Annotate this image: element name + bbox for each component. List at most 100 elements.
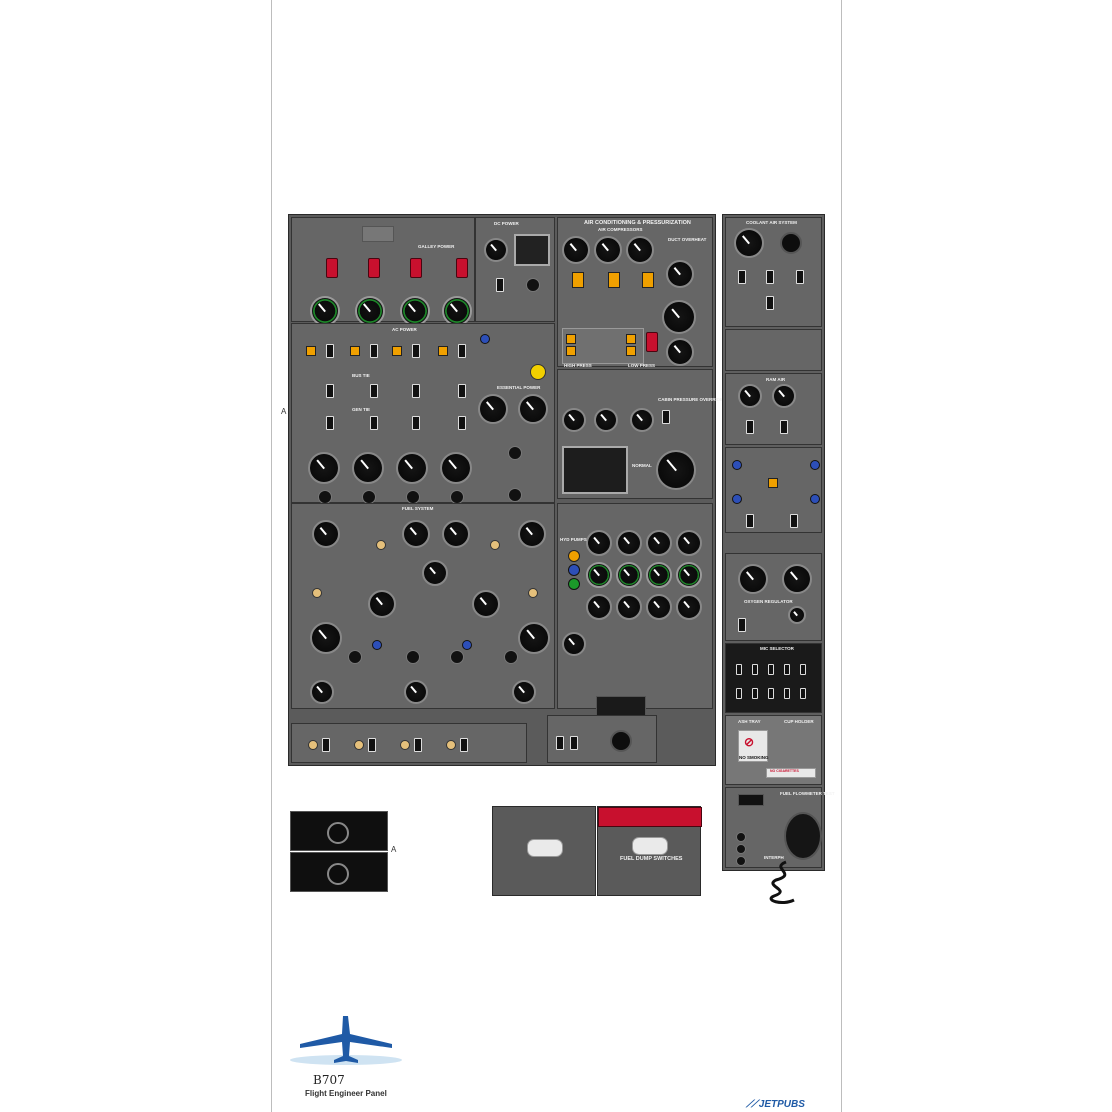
- fuel-knob-2[interactable]: [406, 650, 420, 664]
- galley-power-label: GALLEY POWER: [418, 244, 455, 249]
- dump-sw-2[interactable]: [790, 514, 798, 528]
- fuel-dump-red-header: [598, 807, 702, 827]
- no-cigarettes-placard: [766, 768, 816, 778]
- interphone-btn-2[interactable]: [736, 844, 746, 854]
- mic-sw-1[interactable]: [736, 664, 742, 675]
- gen2-guard-switch[interactable]: [368, 258, 380, 278]
- aircraft-logo-icon: [290, 1016, 402, 1065]
- mic-sw-5[interactable]: [800, 664, 806, 675]
- dc-switch-1[interactable]: [496, 278, 504, 292]
- cup-holder-label: CUP HOLDER: [784, 719, 814, 724]
- dump-sw-1[interactable]: [746, 514, 754, 528]
- dc-power-label: DC POWER: [494, 221, 519, 226]
- bus-tie-1[interactable]: [326, 384, 334, 398]
- heat-sw-2[interactable]: [368, 738, 376, 752]
- bottom-selector-knob[interactable]: [610, 730, 632, 752]
- ess-rotary[interactable]: [508, 446, 522, 460]
- coolant-sw-4[interactable]: [766, 296, 774, 310]
- bottom-sw-1[interactable]: [556, 736, 564, 750]
- eng-g-4: [676, 530, 702, 556]
- bus-tie-3[interactable]: [412, 384, 420, 398]
- cabin-altitude-selector[interactable]: [562, 446, 628, 494]
- override-switch[interactable]: [662, 410, 670, 424]
- heat-sw-4[interactable]: [460, 738, 468, 752]
- bus-tie-label: BUS TIE: [352, 373, 370, 378]
- fuel-knob-1[interactable]: [348, 650, 362, 664]
- mic-sw-8[interactable]: [768, 688, 774, 699]
- coolant-knob[interactable]: [780, 232, 802, 254]
- low-press-label: LOW PRESS: [628, 363, 656, 368]
- ac-knob-3[interactable]: [406, 490, 420, 504]
- mic-sw-3[interactable]: [768, 664, 774, 675]
- cabin-alt-gauge: [562, 408, 586, 432]
- fuel-total-3: [512, 680, 536, 704]
- fuel-knob-3[interactable]: [450, 650, 464, 664]
- ram-sw-2[interactable]: [780, 420, 788, 434]
- interphone-btn-1[interactable]: [736, 832, 746, 842]
- oxygen-sw[interactable]: [738, 618, 746, 632]
- gen1-guard-switch[interactable]: [326, 258, 338, 278]
- hand-microphone[interactable]: [784, 812, 822, 860]
- hi-press-light-1: [566, 334, 576, 344]
- ess-yellow-selector[interactable]: [530, 364, 546, 380]
- ac-knob-1[interactable]: [318, 490, 332, 504]
- gen3-guard-switch[interactable]: [410, 258, 422, 278]
- bottom-sw-2[interactable]: [570, 736, 578, 750]
- eng-g-10: [616, 594, 642, 620]
- coolant-sw-3[interactable]: [796, 270, 804, 284]
- breaker-grid[interactable]: [596, 696, 646, 716]
- mic-sw-9[interactable]: [784, 688, 790, 699]
- ac-sw-3[interactable]: [412, 344, 420, 358]
- ess-knob-2[interactable]: [508, 488, 522, 502]
- dump-blue-4: [810, 494, 820, 504]
- coolant-sw-1[interactable]: [738, 270, 746, 284]
- dump-blue-2: [810, 460, 820, 470]
- air-compressors-label: AIR COMPRESSORS: [598, 227, 643, 232]
- ac-sw-4[interactable]: [458, 344, 466, 358]
- cover-cutout-2: [632, 837, 668, 855]
- ac-sw-1[interactable]: [326, 344, 334, 358]
- eng-g-2: [616, 530, 642, 556]
- gen-tie-2[interactable]: [370, 416, 378, 430]
- gen4-guard-switch[interactable]: [456, 258, 468, 278]
- controller-knob-2[interactable]: [327, 863, 349, 885]
- fuel-knob-4[interactable]: [504, 650, 518, 664]
- ram-gauge-1: [738, 384, 762, 408]
- dump-blue-1: [732, 460, 742, 470]
- mic-coiled-cord: [769, 860, 795, 904]
- ac-knob-2[interactable]: [362, 490, 376, 504]
- fuel-heat-section: [291, 723, 527, 763]
- controller-knob-1[interactable]: [327, 822, 349, 844]
- mic-sw-10[interactable]: [800, 688, 806, 699]
- ac-freq-3: [396, 452, 428, 484]
- fuel-dump-cover-grey: [492, 806, 596, 896]
- bus-tie-4[interactable]: [458, 384, 466, 398]
- gen-tie-3[interactable]: [412, 416, 420, 430]
- dc-selector-knob[interactable]: [526, 278, 540, 292]
- ram-sw-1[interactable]: [746, 420, 754, 434]
- fuel-temp-2: [472, 590, 500, 618]
- bus-tie-2[interactable]: [370, 384, 378, 398]
- valve-light-1: [312, 588, 322, 598]
- gen-tie-4[interactable]: [458, 416, 466, 430]
- heat-sw-3[interactable]: [414, 738, 422, 752]
- interphone-btn-3[interactable]: [736, 856, 746, 866]
- center-tank-gauge: [422, 560, 448, 586]
- ram-air-guard[interactable]: [646, 332, 658, 352]
- ac-sw-2[interactable]: [370, 344, 378, 358]
- coolant-sw-2[interactable]: [766, 270, 774, 284]
- gen-tie-1[interactable]: [326, 416, 334, 430]
- oxygen-mask-box[interactable]: [738, 794, 764, 806]
- mic-sw-6[interactable]: [736, 688, 742, 699]
- hyd-press-gauge: [562, 632, 586, 656]
- heat-sw-1[interactable]: [322, 738, 330, 752]
- mic-sw-4[interactable]: [784, 664, 790, 675]
- marker-a-left: A: [281, 407, 287, 416]
- ac-knob-4[interactable]: [450, 490, 464, 504]
- dc-power-section: DC POWER: [475, 217, 555, 322]
- marker-a-bottom: A: [391, 845, 397, 854]
- mic-sw-2[interactable]: [752, 664, 758, 675]
- mic-sw-7[interactable]: [752, 688, 758, 699]
- lo-press-light-1: [626, 334, 636, 344]
- ac-light-3: [392, 346, 402, 356]
